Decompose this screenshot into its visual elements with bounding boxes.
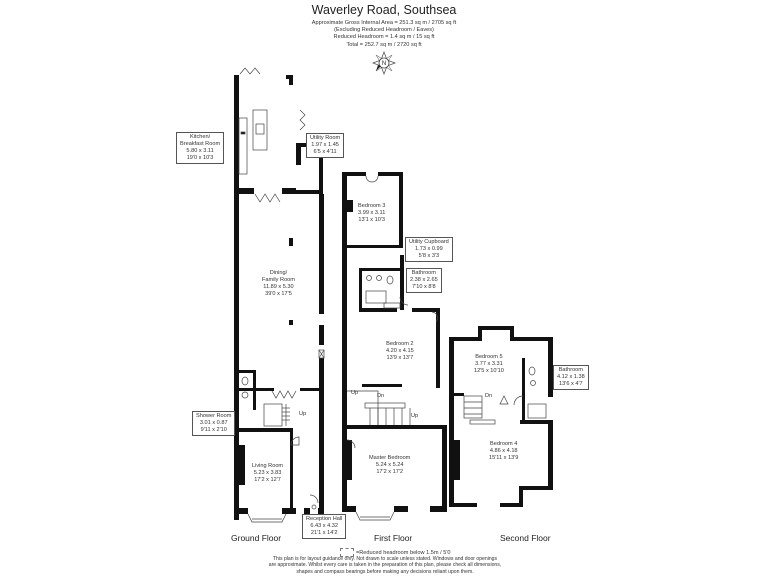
room-imperial: 7'10 x 8'8 <box>412 284 436 290</box>
svg-text:N: N <box>382 61 386 67</box>
second-floor-plan <box>449 326 553 507</box>
room-imperial: 12'5 x 10'10 <box>474 368 504 374</box>
first-floor-fixtures <box>346 175 438 521</box>
first-floor-plan <box>342 172 447 512</box>
room-name: Master Bedroom <box>369 455 411 461</box>
room-metric: 4.20 x 4.15 <box>386 348 414 354</box>
room-imperial: 13'9 x 13'7 <box>386 355 414 361</box>
room-label-bedroom-4: Bedroom 4 4.86 x 4.18 15'11 x 13'9 <box>489 441 518 462</box>
room-imperial: 21'1 x 14'2 <box>310 530 338 536</box>
room-name: Utility Room <box>310 135 341 141</box>
room-imperial: 13'1 x 10'3 <box>358 217 386 223</box>
room-name: Bedroom 5 <box>475 354 503 360</box>
room-metric: 3.01 x 0.87 <box>199 420 228 426</box>
room-metric: 11.89 x 5.30 <box>263 284 294 290</box>
room-label-bedroom-3: Bedroom 3 3.99 x 3.11 13'1 x 10'3 <box>358 203 385 224</box>
area-summary: Approximate Gross Internal Area = 251.3 … <box>0 20 768 49</box>
room-imperial: 9'11 x 2'10 <box>200 427 227 433</box>
reduced-headroom-swatch-icon <box>340 548 354 557</box>
disclaimer: This plan is for layout guidance only. N… <box>250 556 520 575</box>
room-imperial: 15'11 x 13'9 <box>489 455 519 461</box>
stair-label-down: Dn <box>377 393 385 399</box>
room-name: Dining/ <box>269 270 288 276</box>
room-label-master-bedroom: Master Bedroom 5.24 x 5.24 17'2 x 17'2 <box>369 455 410 476</box>
stair-label-up-left: Up <box>351 390 359 396</box>
floor-label-first: First Floor <box>374 533 413 543</box>
room-label-utility-room: Utility Room 1.97 x 1.45 6'5 x 4'11 <box>306 133 345 158</box>
room-imperial: 6'5 x 4'11 <box>313 149 337 155</box>
disclaimer-line: This plan is for layout guidance only. N… <box>272 556 498 562</box>
room-metric: 6.43 x 4.32 <box>310 523 339 529</box>
room-label-bedroom-2: Bedroom 2 4.20 x 4.15 13'9 x 13'7 <box>386 341 414 362</box>
room-imperial: 39'0 x 17'5 <box>265 291 292 297</box>
room-name: Bedroom 4 <box>490 441 518 447</box>
room-metric: 3.77 x 3.31 <box>475 361 503 367</box>
excluding-line: (Excluding Reduced Headroom / Eaves) <box>334 27 434 34</box>
room-label-dining-family: Dining/ Family Room 11.89 x 5.30 39'0 x … <box>262 270 295 298</box>
disclaimer-line: are approximate. Whilst every care is ta… <box>268 562 502 569</box>
room-name: Reception Hall <box>306 516 343 522</box>
room-metric: 3.99 x 3.11 <box>358 210 386 216</box>
room-label-kitchen: Kitchen/ Breakfast Room 5.80 x 3.11 19'0… <box>176 132 225 164</box>
room-name: Kitchen/ <box>189 134 211 140</box>
compass-icon: N <box>371 50 397 76</box>
room-metric: 5.24 x 5.24 <box>375 462 404 468</box>
room-name-cont: Family Room <box>262 277 295 283</box>
room-label-reception-hall: Reception Hall 6.43 x 4.32 21'1 x 14'2 <box>302 514 347 539</box>
room-metric: 1.97 x 1.45 <box>311 142 339 148</box>
room-label-utility-cupboard: Utility Cupboard 1.73 x 0.99 5'8 x 3'3 <box>405 237 453 262</box>
room-name: Bedroom 3 <box>358 203 386 209</box>
stair-label-down-second: Dn <box>485 393 493 399</box>
floor-label-ground: Ground Floor <box>231 533 282 543</box>
stair-label-up: Up <box>299 411 307 417</box>
room-imperial: 17'2 x 17'2 <box>376 469 404 475</box>
room-metric: 5.80 x 3.11 <box>186 148 214 154</box>
reduced-headroom-line: Reduced Headroom = 1.4 sq m / 15 sq ft <box>333 34 435 41</box>
floor-label-second: Second Floor <box>500 533 551 543</box>
disclaimer-line: shapes and compass bearings before makin… <box>296 568 474 575</box>
ground-floor-plan <box>234 75 324 520</box>
room-name: Shower Room <box>196 413 232 419</box>
gross-area-line: Approximate Gross Internal Area = 251.3 … <box>311 20 457 26</box>
room-label-bathroom-second: Bathroom 4.12 x 1.38 13'6 x 4'7 <box>553 365 589 390</box>
room-name: Living Room <box>252 463 284 469</box>
room-name: Bedroom 2 <box>386 341 414 347</box>
total-area-line: Total = 252.7 sq m / 2720 sq ft <box>346 41 422 48</box>
room-label-shower-room: Shower Room 3.01 x 0.87 9'11 x 2'10 <box>192 411 236 436</box>
room-imperial: 19'0 x 10'3 <box>186 155 214 161</box>
room-imperial: 13'6 x 4'7 <box>559 381 583 387</box>
room-metric: 2.38 x 2.65 <box>410 277 438 283</box>
property-title: Waverley Road, Southsea <box>311 3 457 17</box>
legend: =Reduced headroom below 1.5m / 5'0 <box>340 548 451 557</box>
room-metric: 5.23 x 3.83 <box>253 470 282 476</box>
room-metric: 4.86 x 4.18 <box>489 448 518 454</box>
room-imperial: 5'8 x 3'3 <box>418 253 440 259</box>
room-label-bathroom-first: Bathroom 2.38 x 2.65 7'10 x 8'8 <box>406 268 442 293</box>
room-name: Bathroom <box>558 367 583 373</box>
room-metric: 4.12 x 1.38 <box>557 374 585 380</box>
room-imperial: 17'2 x 12'7 <box>254 477 281 483</box>
stair-label-up-right: Up <box>411 413 419 419</box>
ground-floor-fixtures <box>238 67 325 523</box>
room-metric: 1.73 x 0.99 <box>415 246 443 252</box>
room-name: Bathroom <box>411 270 436 276</box>
room-name-cont: Breakfast Room <box>180 141 221 147</box>
second-floor-fixtures <box>463 366 547 425</box>
room-label-living-room: Living Room 5.23 x 3.83 17'2 x 12'7 <box>252 463 283 484</box>
room-name: Utility Cupboard <box>409 239 449 245</box>
legend-text: =Reduced headroom below 1.5m / 5'0 <box>356 549 451 556</box>
room-label-bedroom-5: Bedroom 5 3.77 x 3.31 12'5 x 10'10 <box>474 354 504 375</box>
